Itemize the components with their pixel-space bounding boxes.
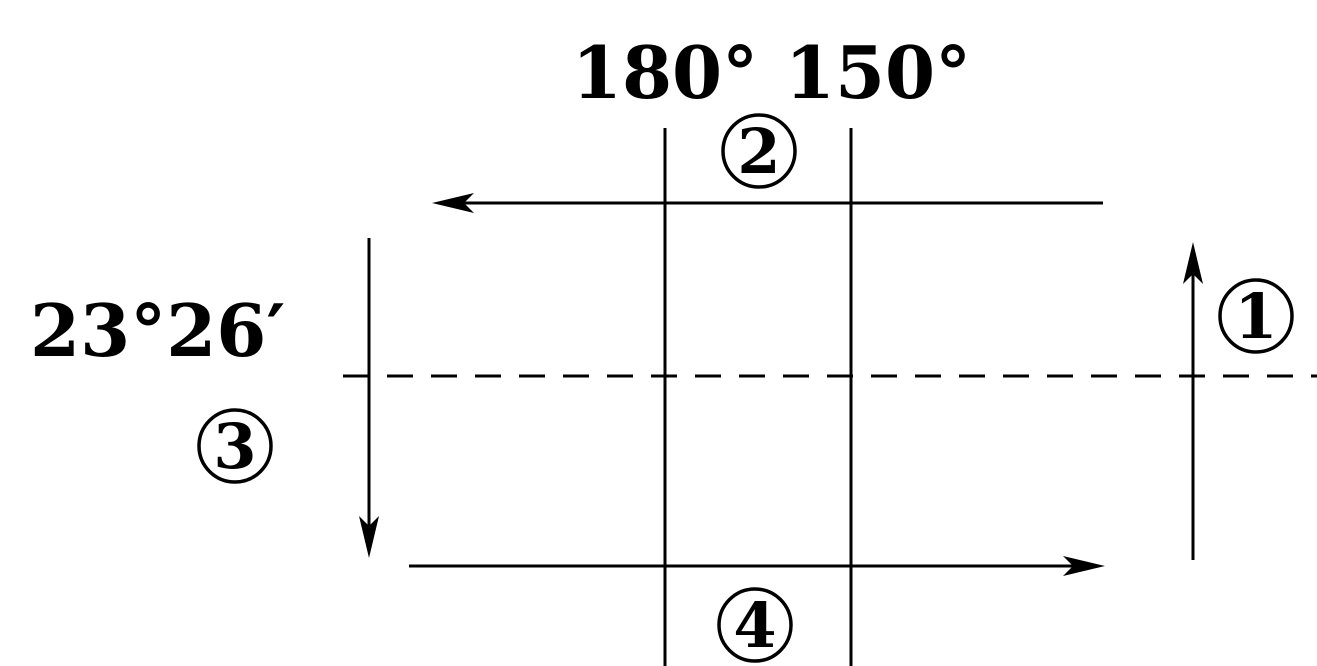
longitude-label-150: 150°: [785, 30, 971, 115]
marker-3-text: 3: [213, 410, 256, 483]
circle-marker-1: 1: [1218, 278, 1294, 354]
marker-2-text: 2: [737, 115, 780, 188]
circle-marker-3: 3: [197, 408, 273, 484]
marker-4-text: 4: [733, 589, 776, 662]
latitude-label: 23°26′: [30, 288, 285, 373]
circle-marker-2: 2: [721, 113, 797, 189]
circle-marker-4: 4: [717, 587, 793, 663]
current-arrow-1: [1183, 242, 1203, 560]
current-arrow-3: [359, 238, 379, 558]
current-arrow-2: [432, 193, 1103, 213]
current-arrow-4: [409, 556, 1105, 576]
marker-1-text: 1: [1234, 280, 1277, 353]
longitude-label-180: 180°: [572, 30, 758, 115]
